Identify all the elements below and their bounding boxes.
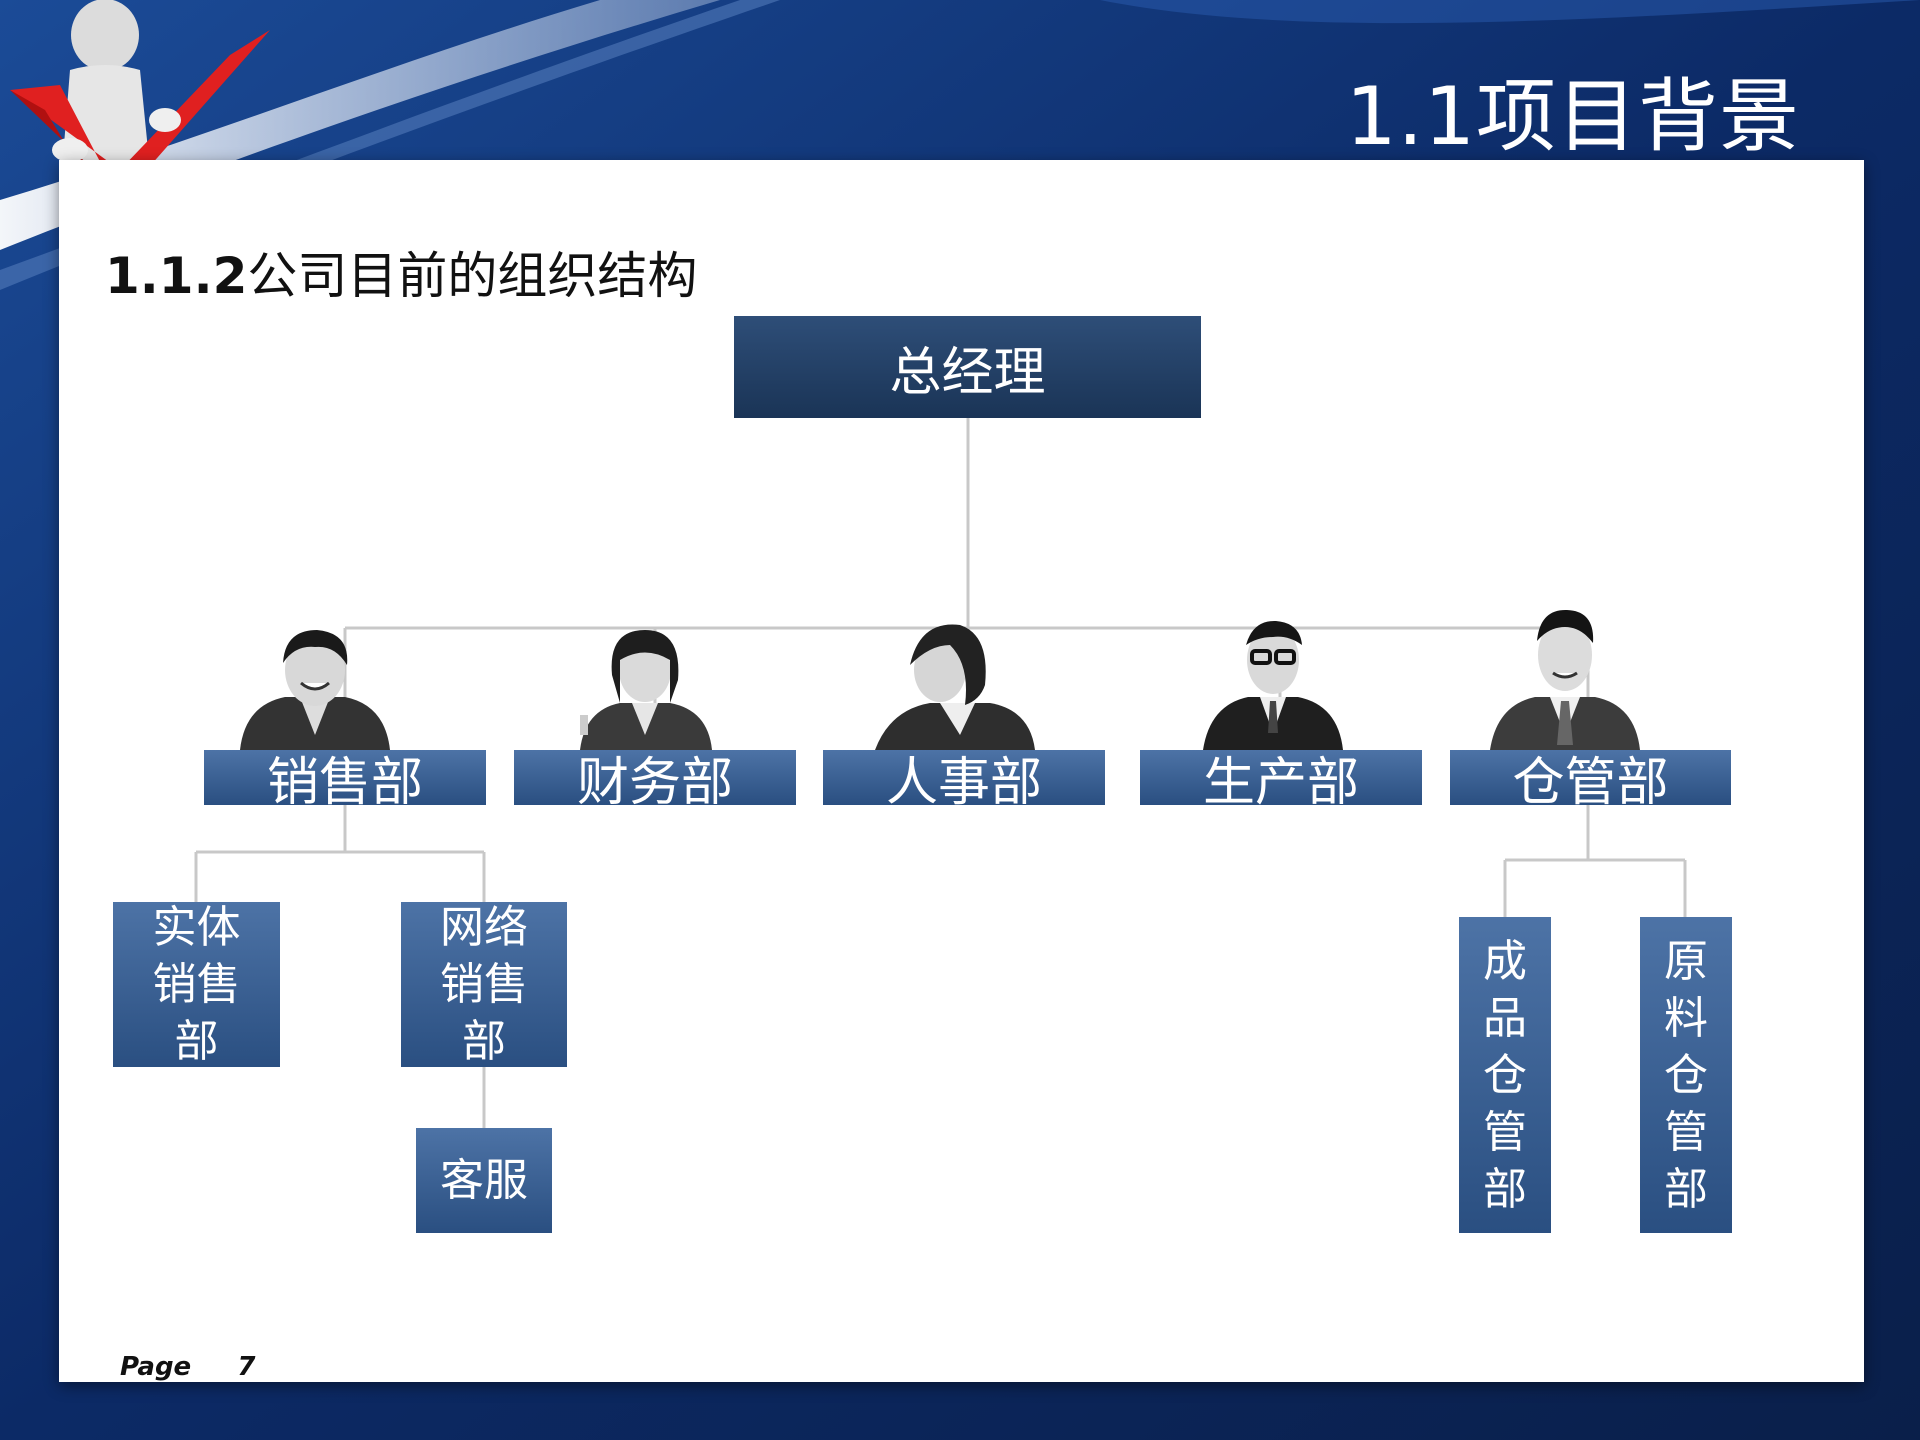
subunit-box-online-sales: 网络销售部: [401, 902, 567, 1067]
person-illustration-4: [1203, 620, 1343, 750]
department-label: 人事部: [885, 753, 1042, 813]
department-label: 仓管部: [1512, 753, 1669, 813]
subunit-label: 客服: [440, 1155, 528, 1206]
subunit-box-retail-sales: 实体销售部: [113, 902, 280, 1067]
slide-title: 1.1项目背景: [1345, 70, 1800, 163]
person-illustration-5: [1490, 609, 1640, 750]
person-illustration-2: [580, 630, 712, 750]
page-number: 7: [237, 1352, 256, 1382]
subunit-label: 实体销售部: [152, 902, 241, 1067]
department-box-sales: 销售部: [204, 750, 486, 813]
ceo-box: 总经理: [734, 316, 1201, 418]
section-heading: 1.1.2公司目前的组织结构: [105, 236, 697, 308]
department-box-hr: 人事部: [823, 750, 1105, 813]
subunit-box-customer-service: 客服: [416, 1128, 552, 1233]
department-label: 财务部: [576, 753, 733, 813]
person-illustration-1: [240, 630, 390, 750]
department-label: 销售部: [266, 753, 423, 813]
subunit-box-finished-goods-warehouse: 成品仓管部: [1459, 917, 1551, 1233]
subunit-box-raw-materials-warehouse: 原料仓管部: [1640, 917, 1732, 1233]
page-label: Page: [120, 1352, 192, 1382]
department-box-warehouse: 仓管部: [1450, 750, 1731, 813]
section-number: 1.1.2: [105, 247, 248, 305]
person-illustration-3: [875, 624, 1035, 750]
department-box-production: 生产部: [1140, 750, 1422, 813]
subunit-label: 成品仓管部: [1483, 935, 1527, 1215]
subunit-label: 网络销售部: [440, 902, 528, 1067]
department-box-finance: 财务部: [514, 750, 796, 813]
ceo-label: 总经理: [889, 342, 1046, 403]
department-label: 生产部: [1202, 753, 1359, 813]
subunit-label: 原料仓管部: [1664, 935, 1708, 1215]
page-indicator: Page 7: [120, 1352, 255, 1382]
section-title: 公司目前的组织结构: [247, 247, 698, 305]
